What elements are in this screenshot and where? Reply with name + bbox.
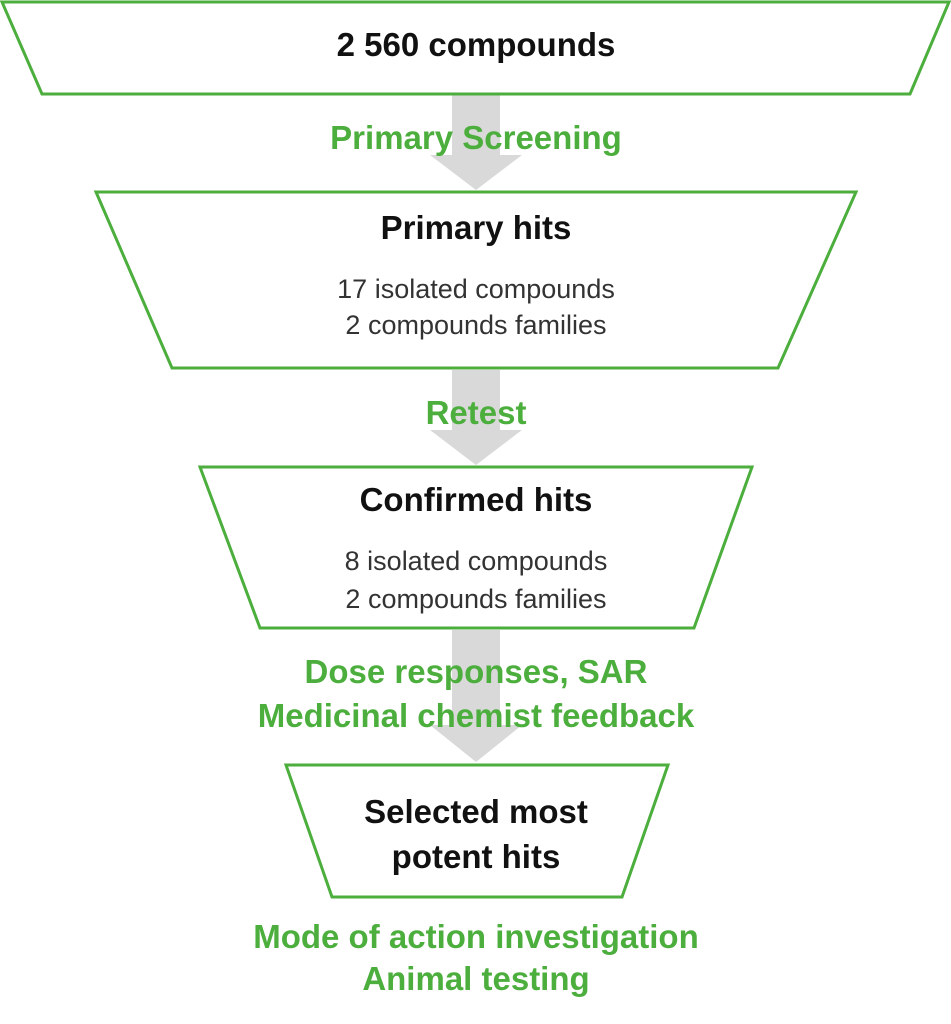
- stage-title-line: Selected most: [364, 793, 588, 830]
- stage-detail-line: 2 compounds families: [345, 310, 606, 340]
- down-arrow-2: [430, 370, 522, 465]
- step-label-retest: Retest: [426, 394, 527, 431]
- funnel-stage-shape: [197, 465, 755, 630]
- stage-title: 2 560 compounds: [337, 26, 616, 63]
- funnel-stage-shape: [283, 763, 671, 899]
- stage-all-compounds: 2 560 compounds: [0, 0, 951, 96]
- funnel-stage-shape: [93, 190, 859, 370]
- stage-detail-line: 8 isolated compounds: [345, 546, 608, 576]
- down-arrow-3: [430, 630, 522, 762]
- step-label-primary-screening: Primary Screening: [330, 119, 622, 156]
- step-label-mode-of-action-line1: Mode of action investigation: [253, 918, 699, 955]
- stage-title: Confirmed hits: [360, 481, 593, 518]
- step-label-dose-responses-line2: Medicinal chemist feedback: [258, 697, 695, 734]
- down-arrow-1: [430, 95, 522, 190]
- step-label-animal-testing-line2: Animal testing: [362, 960, 589, 997]
- stage-detail-line: 2 compounds families: [345, 584, 606, 614]
- funnel-stage-shape: [0, 0, 951, 96]
- connector-arrows: [430, 95, 522, 762]
- stage-title-line: potent hits: [392, 838, 561, 875]
- stage-confirmed-hits: Confirmed hits 8 isolated compounds 2 co…: [197, 465, 755, 630]
- stage-primary-hits: Primary hits 17 isolated compounds 2 com…: [93, 190, 859, 370]
- stage-title: Primary hits: [381, 209, 572, 246]
- stage-detail-line: 17 isolated compounds: [337, 274, 615, 304]
- stage-selected-hits: Selected most potent hits: [283, 763, 671, 899]
- step-label-dose-responses-line1: Dose responses, SAR: [305, 653, 648, 690]
